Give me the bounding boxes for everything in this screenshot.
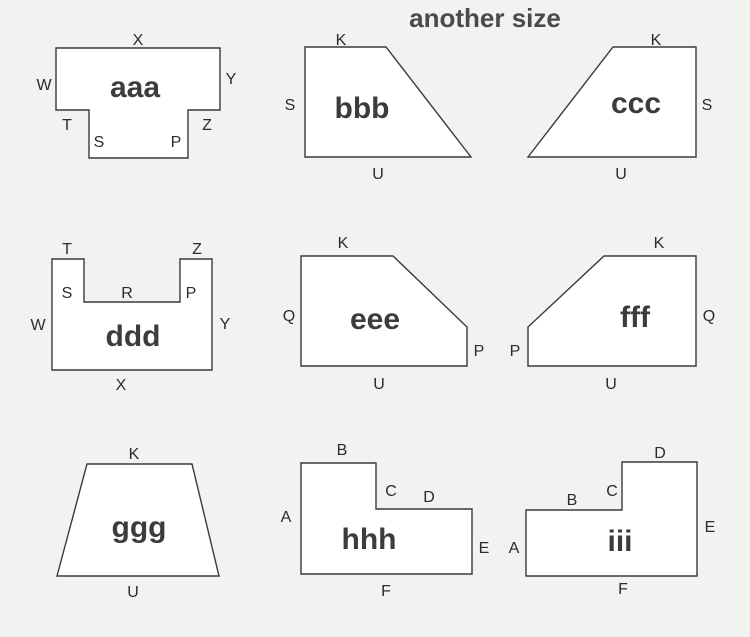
shape-ccc-name: ccc <box>611 87 661 120</box>
shape-fff-edge-u: U <box>605 376 617 393</box>
shape-iii: D B C E A F iii <box>509 445 716 598</box>
shape-ccc-outline <box>526 46 697 158</box>
shape-bbb: K S U bbb <box>285 32 473 183</box>
shape-bbb-outline <box>304 46 473 158</box>
shape-ddd: T Z S R P W Y X ddd <box>30 241 230 394</box>
shape-hhh-edge-b: B <box>337 442 348 459</box>
shape-eee-edge-q: Q <box>283 308 295 325</box>
shape-ddd-name: ddd <box>106 320 161 353</box>
shape-iii-edge-f: F <box>618 581 628 598</box>
shape-hhh-outline <box>300 462 473 575</box>
shape-iii-edge-c: C <box>606 483 618 500</box>
shape-ddd-edge-r: R <box>121 285 133 302</box>
shape-fff-outline <box>527 255 697 367</box>
shape-eee: K Q P U eee <box>283 235 485 393</box>
shape-aaa-edge-z: Z <box>202 117 212 134</box>
shape-ggg-edge-k: K <box>129 446 140 463</box>
shape-ccc-edge-u: U <box>615 166 627 183</box>
shape-fff-name: fff <box>620 301 651 334</box>
shape-ccc: K S U ccc <box>526 32 713 183</box>
shape-aaa-edge-p: P <box>171 134 182 151</box>
shape-aaa-edge-x: X <box>133 32 144 49</box>
shape-ddd-edge-p: P <box>186 285 197 302</box>
shape-iii-edge-d: D <box>654 445 666 462</box>
shape-hhh-edge-f: F <box>381 583 391 600</box>
shape-aaa-name: aaa <box>110 71 160 104</box>
shape-iii-name: iii <box>607 525 632 558</box>
shape-ddd-edge-s: S <box>62 285 73 302</box>
shape-ddd-edge-w: W <box>30 317 46 334</box>
shape-eee-name: eee <box>350 303 400 336</box>
shape-ddd-edge-z: Z <box>192 241 202 258</box>
shape-ccc-edge-k: K <box>651 32 662 49</box>
shape-eee-edge-u: U <box>373 376 385 393</box>
shape-eee-edge-p: P <box>474 343 485 360</box>
shape-eee-edge-k: K <box>338 235 349 252</box>
shape-iii-edge-e: E <box>705 519 716 536</box>
shape-hhh-edge-e: E <box>479 540 490 557</box>
shape-aaa-edge-w: W <box>36 77 52 94</box>
shape-aaa-outline <box>55 47 221 159</box>
shape-bbb-edge-s: S <box>285 97 296 114</box>
shape-iii-outline <box>525 461 698 577</box>
shape-ggg-name: ggg <box>112 511 167 544</box>
shape-ddd-edge-y: Y <box>220 316 231 333</box>
shape-ggg-edge-u: U <box>127 584 139 601</box>
shape-fff: K Q P U fff <box>510 235 716 393</box>
shape-ggg-outline <box>56 463 220 577</box>
shape-ddd-outline <box>51 258 213 371</box>
shape-hhh: B C D A E F hhh <box>281 442 490 600</box>
shape-fff-edge-k: K <box>654 235 665 252</box>
shape-eee-outline <box>300 255 468 367</box>
shape-fff-edge-q: Q <box>703 308 715 325</box>
shape-ddd-edge-x: X <box>116 377 127 394</box>
shape-aaa-edge-s: S <box>94 134 105 151</box>
shape-bbb-edge-k: K <box>336 32 347 49</box>
shape-hhh-edge-d: D <box>423 489 435 506</box>
shape-ccc-edge-s: S <box>702 97 713 114</box>
shape-aaa-edge-t: T <box>62 117 72 134</box>
shape-iii-edge-b: B <box>567 492 578 509</box>
shape-iii-edge-a: A <box>509 540 520 557</box>
shape-aaa: X W Y T Z S P aaa <box>36 32 237 159</box>
shape-hhh-name: hhh <box>342 523 397 556</box>
shape-aaa-edge-y: Y <box>226 71 237 88</box>
diagram-heading: another size <box>409 3 561 33</box>
shape-ddd-edge-t: T <box>62 241 72 258</box>
shape-hhh-edge-c: C <box>385 483 397 500</box>
shape-fff-edge-p: P <box>510 343 521 360</box>
shape-bbb-edge-u: U <box>372 166 384 183</box>
shape-bbb-name: bbb <box>335 92 390 125</box>
shape-hhh-edge-a: A <box>281 509 292 526</box>
shape-ggg: K U ggg <box>56 446 220 601</box>
